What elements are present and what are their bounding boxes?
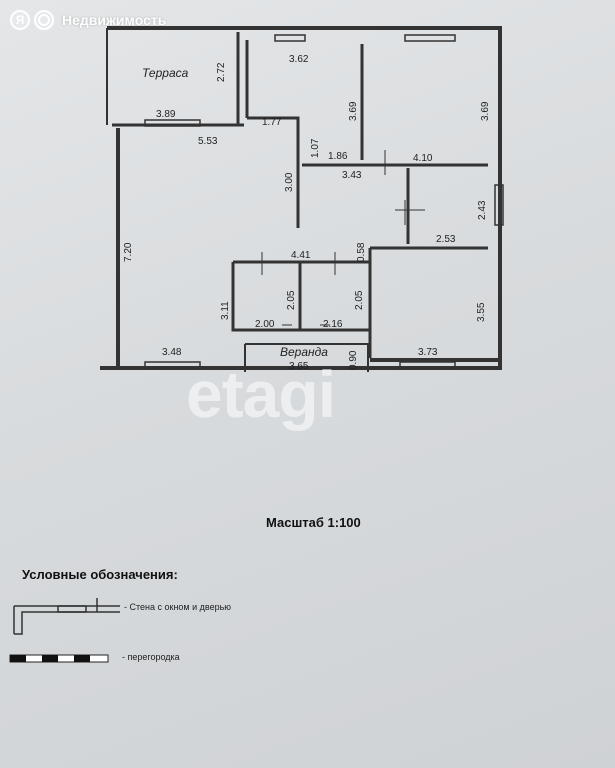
wall-i [231, 262, 370, 332]
dim-br-width: 3.73 [418, 347, 438, 358]
watermark: etagi [186, 357, 336, 431]
dim-living-height: 7.20 [123, 242, 134, 262]
label-terrace: Терраса [142, 66, 189, 80]
dim-hall-b: 3.43 [342, 170, 362, 181]
veranda-outline [244, 343, 369, 372]
brand-name: Недвижимость [62, 12, 167, 28]
legend-wall-label: - Стена с окном и дверью [124, 602, 232, 612]
dim-right-room-height: 3.69 [480, 101, 491, 121]
dim-living-width: 5.53 [198, 136, 218, 147]
dim-terrace-height: 2.72 [216, 62, 227, 82]
brand-logo-icon: Я [10, 10, 30, 30]
dim-small-b-w: 2.16 [323, 319, 343, 330]
legend-wall-symbol [13, 598, 120, 635]
dim-bath-height: 2.43 [477, 200, 488, 220]
dim-small-width: 4.41 [291, 250, 311, 261]
living-left-wall [100, 128, 120, 370]
dim-small-b-h: 2.05 [354, 290, 365, 310]
windows [144, 34, 504, 369]
legend-partition-label: - перегородка [122, 652, 180, 662]
dim-corridor-a: 1.77 [262, 117, 282, 128]
dim-small-left-h: 3.11 [220, 301, 231, 320]
dim-top-room-width: 3.62 [289, 54, 309, 65]
legend-partition-symbol [9, 654, 109, 663]
wall-b [247, 116, 300, 228]
label-veranda: Веранда [280, 345, 328, 359]
door-marks [261, 150, 425, 326]
dim-veranda-h: 0.90 [348, 350, 359, 370]
dim-partition: 0.58 [356, 242, 367, 262]
dim-bath-width: 2.53 [436, 234, 456, 245]
dim-small-a-h: 2.05 [286, 290, 297, 310]
dim-terrace-width: 3.89 [156, 109, 176, 120]
dim-top-room-height: 3.69 [348, 101, 359, 121]
dim-veranda-w: 3.65 [289, 361, 309, 372]
scale-label: Масштаб 1:100 [266, 515, 361, 530]
legend-title: Условные обозначения: [22, 567, 178, 582]
dim-small-a-w: 2.00 [255, 319, 275, 330]
brand-header[interactable]: Я Недвижимость [10, 9, 166, 31]
dim-hall-a: 1.86 [328, 151, 348, 162]
brand-circle-icon [34, 10, 54, 30]
dim-wall-len: 3.00 [284, 172, 295, 192]
dim-corridor-b: 1.07 [310, 138, 321, 158]
outer-wall-top-right [100, 26, 502, 370]
dim-right-width: 4.10 [413, 153, 433, 164]
dim-br-height: 3.55 [476, 302, 487, 322]
dim-bottom-left-w: 3.48 [162, 347, 182, 358]
